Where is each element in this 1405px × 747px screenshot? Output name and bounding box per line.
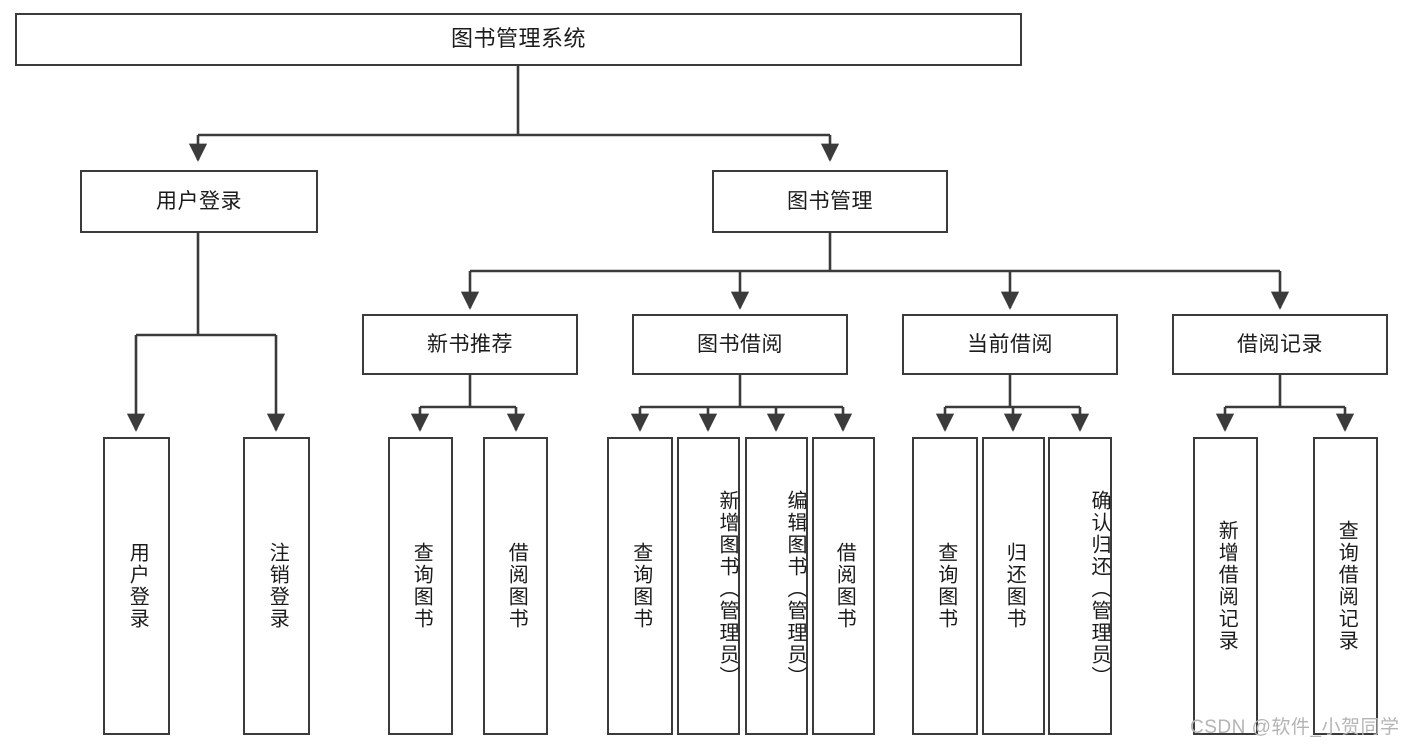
leaf-user-login-logout[interactable]: 注销登录 xyxy=(243,437,310,735)
leaf-book-borrow-lend[interactable]: 借阅图书 xyxy=(812,437,875,735)
node-new-book-recommend[interactable]: 新书推荐 xyxy=(362,314,578,375)
leaf-new-book-query[interactable]: 查询图书 xyxy=(388,437,453,735)
leaf-borrow-record-add[interactable]: 新增借阅记录 xyxy=(1193,437,1258,735)
csdn-watermark: CSDN @软件_小贺同学 xyxy=(1190,717,1400,738)
leaf-new-book-borrow[interactable]: 借阅图书 xyxy=(483,437,548,735)
node-book-borrow[interactable]: 图书借阅 xyxy=(632,314,848,375)
node-current-borrow[interactable]: 当前借阅 xyxy=(902,314,1118,375)
leaf-user-login-login[interactable]: 用户登录 xyxy=(103,437,170,735)
leaf-book-borrow-add[interactable]: 新增图书（管理员） xyxy=(677,437,740,735)
leaf-borrow-record-query[interactable]: 查询借阅记录 xyxy=(1313,437,1378,735)
leaf-current-borrow-query[interactable]: 查询图书 xyxy=(912,437,978,735)
leaf-book-borrow-query[interactable]: 查询图书 xyxy=(607,437,673,735)
node-borrow-record[interactable]: 借阅记录 xyxy=(1172,314,1388,375)
node-root-system[interactable]: 图书管理系统 xyxy=(15,13,1022,66)
leaf-book-borrow-edit[interactable]: 编辑图书（管理员） xyxy=(745,437,808,735)
node-book-management[interactable]: 图书管理 xyxy=(712,170,948,233)
leaf-current-borrow-return[interactable]: 归还图书 xyxy=(982,437,1045,735)
leaf-current-borrow-confirm-return[interactable]: 确认归还（管理员） xyxy=(1048,437,1112,735)
node-user-login[interactable]: 用户登录 xyxy=(80,170,318,233)
